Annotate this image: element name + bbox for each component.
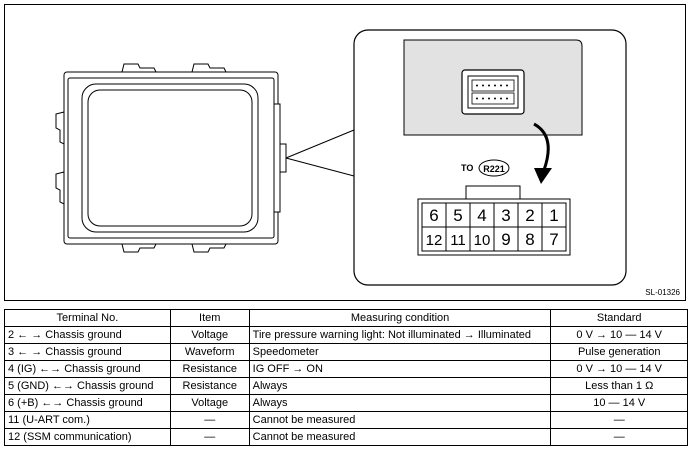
pin-cell bbox=[421, 226, 447, 252]
pin-number: 11 bbox=[450, 232, 466, 249]
connector-id: R221 bbox=[483, 164, 505, 174]
cell-item: — bbox=[169, 411, 250, 429]
connector-socket-drawing bbox=[403, 39, 583, 136]
header-standard: Standard bbox=[550, 309, 688, 327]
table-row: 12 (SSM communication) — Cannot be measu… bbox=[4, 428, 688, 446]
pin-number: 8 bbox=[525, 230, 534, 249]
table-row: 2 ← → Chassis ground Voltage Tire pressu… bbox=[4, 326, 688, 344]
table-row: 11 (U-ART com.) — Cannot be measured — bbox=[4, 411, 688, 429]
table-row: 4 (IG) ←→ Chassis ground Resistance IG O… bbox=[4, 360, 688, 378]
cell-item: Waveform bbox=[169, 343, 250, 361]
header-condition: Measuring condition bbox=[248, 309, 552, 327]
cell-terminal: 2 ← → Chassis ground bbox=[4, 326, 171, 344]
cell-condition: IG OFF → ON bbox=[248, 360, 552, 378]
leader-line-top bbox=[285, 129, 355, 159]
cell-standard: — bbox=[550, 411, 688, 429]
cell-standard: Pulse generation bbox=[550, 343, 688, 361]
cell-condition: Cannot be measured bbox=[248, 411, 552, 429]
cell-condition: Always bbox=[248, 394, 552, 412]
pin-cell bbox=[517, 202, 543, 228]
pin-cell bbox=[445, 202, 471, 228]
leader-line-bottom bbox=[285, 157, 355, 177]
pin-cell bbox=[469, 202, 495, 228]
pin-number: 2 bbox=[525, 206, 534, 225]
header-item: Item bbox=[169, 309, 250, 327]
curved-arrow-icon bbox=[533, 122, 552, 184]
cell-standard: Less than 1 Ω bbox=[550, 377, 688, 395]
pin-number: 12 bbox=[426, 232, 443, 249]
cell-standard: 0 V → 10 — 14 V bbox=[550, 360, 688, 378]
cell-terminal: 6 (+B) ←→ Chassis ground bbox=[4, 394, 171, 412]
table-row: 3 ← → Chassis ground Waveform Speedomete… bbox=[4, 343, 688, 361]
cell-terminal: 4 (IG) ←→ Chassis ground bbox=[4, 360, 171, 378]
pin-number: 1 bbox=[549, 206, 558, 225]
cell-item: Resistance bbox=[169, 360, 250, 378]
cell-condition: Speedometer bbox=[248, 343, 552, 361]
pin-cell bbox=[493, 226, 519, 252]
pin-cell bbox=[541, 226, 567, 252]
connector-to-label: TO bbox=[461, 163, 473, 173]
cell-item: Voltage bbox=[169, 326, 250, 344]
table-header-row: Terminal No. Item Measuring condition St… bbox=[4, 309, 688, 327]
header-terminal: Terminal No. bbox=[4, 309, 171, 327]
table-row: 6 (+B) ←→ Chassis ground Voltage Always … bbox=[4, 394, 688, 412]
cell-terminal: 3 ← → Chassis ground bbox=[4, 343, 171, 361]
pin-number: 10 bbox=[474, 232, 491, 249]
control-unit-drawing bbox=[55, 63, 287, 253]
pin-number: 5 bbox=[453, 206, 462, 225]
measurement-table: Terminal No. Item Measuring condition St… bbox=[4, 309, 688, 446]
cell-standard: 0 V → 10 — 14 V bbox=[550, 326, 688, 344]
cell-condition: Always bbox=[248, 377, 552, 395]
pin-number: 9 bbox=[501, 230, 510, 249]
pin-cell bbox=[493, 202, 519, 228]
table-row: 5 (GND) ←→ Chassis ground Resistance Alw… bbox=[4, 377, 688, 395]
cell-condition: Cannot be measured bbox=[248, 428, 552, 446]
pin-cell bbox=[517, 226, 543, 252]
pin-cell bbox=[445, 226, 471, 252]
cell-terminal: 5 (GND) ←→ Chassis ground bbox=[4, 377, 171, 395]
cell-standard: — bbox=[550, 428, 688, 446]
cell-item: Voltage bbox=[169, 394, 250, 412]
pin-number: 3 bbox=[501, 206, 510, 225]
connector-id-badge bbox=[478, 159, 510, 177]
pin-number: 7 bbox=[549, 230, 558, 249]
cell-condition: Tire pressure warning light: Not illumin… bbox=[248, 326, 552, 344]
cell-item: Resistance bbox=[169, 377, 250, 395]
cell-standard: 10 — 14 V bbox=[550, 394, 688, 412]
cell-item: — bbox=[169, 428, 250, 446]
cell-terminal: 12 (SSM communication) bbox=[4, 428, 171, 446]
figure-code: SL-01326 bbox=[645, 288, 680, 297]
pin-number: 6 bbox=[429, 206, 438, 225]
pin-number: 4 bbox=[477, 206, 486, 225]
cell-terminal: 11 (U-ART com.) bbox=[4, 411, 171, 429]
